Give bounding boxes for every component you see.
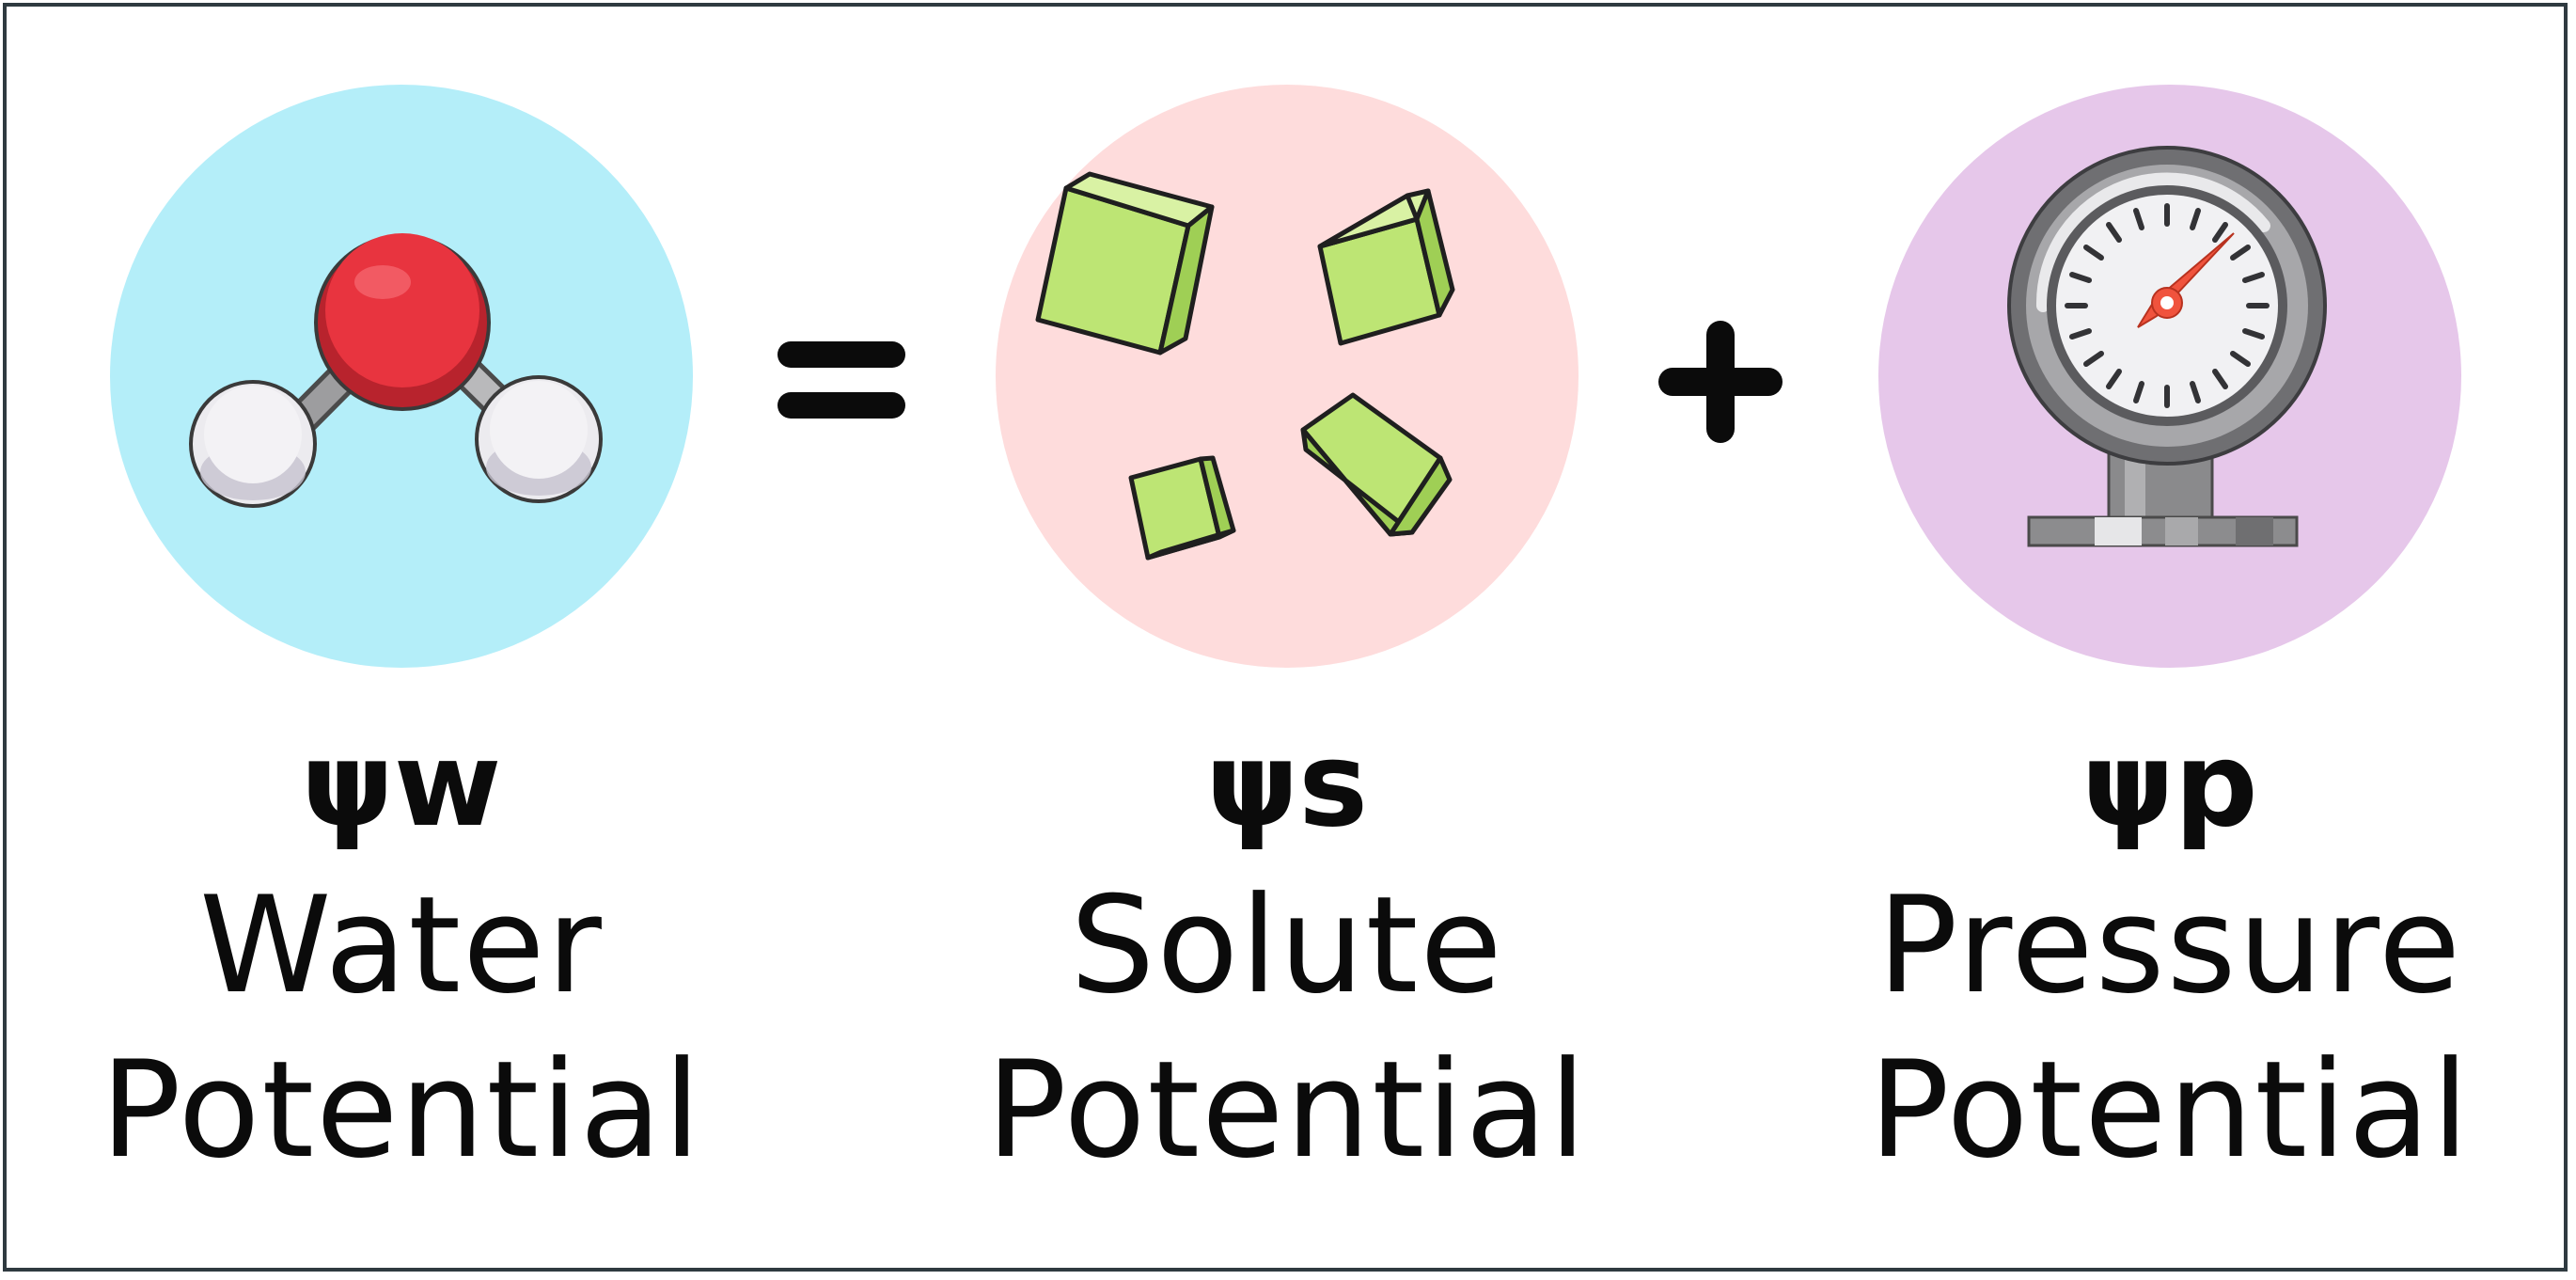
pressure-gauge-icon [1878, 85, 2461, 668]
gauge-ticks [2065, 203, 2270, 408]
water-potential-circle [110, 85, 693, 668]
crystal-large [1035, 171, 1215, 356]
crystal-bottom-right [1300, 392, 1453, 537]
solute-potential-circle [996, 85, 1579, 668]
equals-sign [766, 306, 917, 456]
pressure-potential-symbol: ψp [2081, 718, 2258, 853]
solute-circle-bg [996, 85, 1579, 668]
pressure-potential-circle [1878, 85, 2461, 668]
pressure-potential-word-1: Pressure [1877, 868, 2463, 1023]
water-potential-word-2: Potential [100, 1033, 703, 1188]
solute-crystals-icon [996, 85, 1579, 668]
solute-potential-symbol: ψs [1205, 718, 1369, 853]
crystal-small [1128, 455, 1236, 561]
water-potential-word-1: Water [199, 868, 604, 1023]
crystal-top-right [1317, 188, 1455, 346]
solute-potential-word-2: Potential [985, 1033, 1589, 1188]
solute-potential-word-1: Solute [1070, 868, 1504, 1023]
plus-sign [1645, 306, 1796, 456]
water-potential-symbol: ψw [301, 718, 502, 853]
pressure-potential-word-2: Potential [1868, 1033, 2472, 1188]
water-molecule-icon [110, 85, 693, 668]
